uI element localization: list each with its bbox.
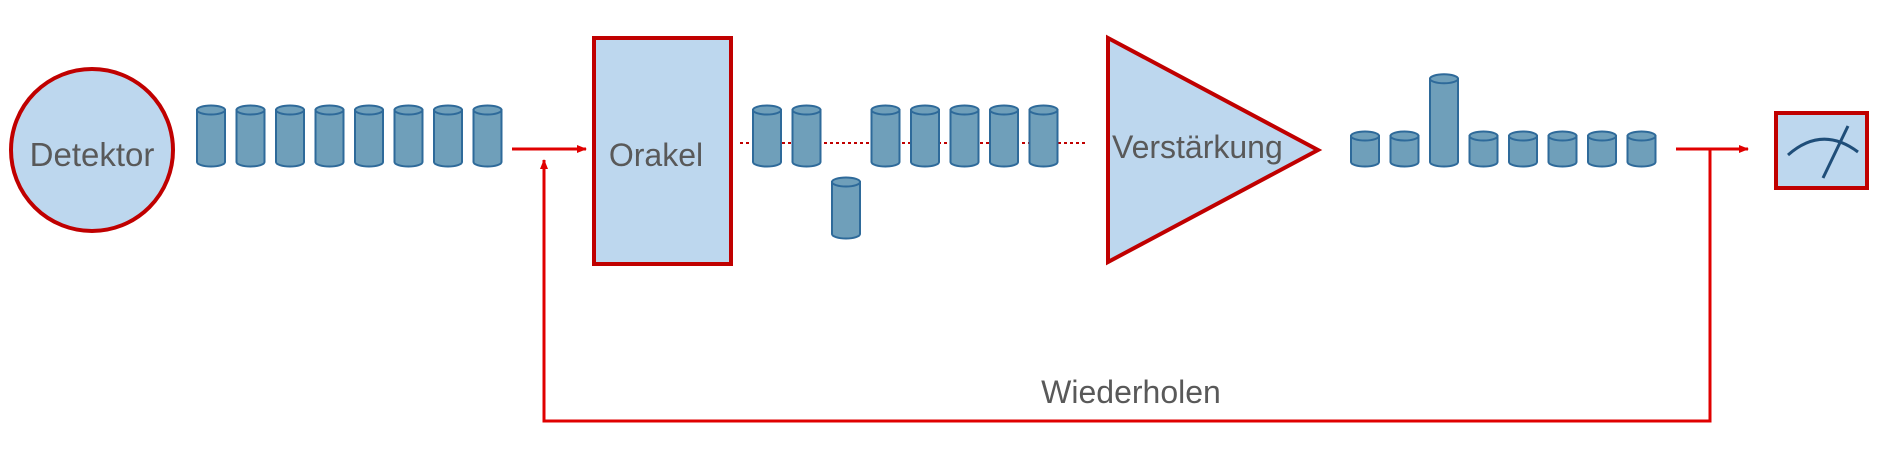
amplified-bar-2 bbox=[1389, 130, 1420, 168]
amplified-bar-5 bbox=[1508, 130, 1538, 168]
oracle-bar-4 bbox=[870, 104, 901, 168]
initial-bar-4 bbox=[314, 104, 345, 168]
repeat-label: Wiederholen bbox=[1041, 374, 1221, 410]
measurement-meter-icon bbox=[1787, 125, 1859, 179]
initial-bar-8 bbox=[472, 104, 503, 168]
oracle-label: Orakel bbox=[609, 137, 703, 173]
amplification-label: Verstärkung bbox=[1112, 129, 1283, 165]
after-oracle-bars bbox=[752, 104, 1059, 240]
detector-node: Detektor bbox=[9, 67, 175, 233]
amplified-bar-3 bbox=[1429, 73, 1459, 168]
oracle-bar-7 bbox=[989, 104, 1019, 168]
amplified-bar-4 bbox=[1468, 130, 1499, 168]
oracle-bar-1 bbox=[752, 104, 782, 168]
initial-bar-2 bbox=[235, 104, 266, 168]
amplified-bar-6 bbox=[1547, 130, 1578, 168]
oracle-bar-2 bbox=[791, 104, 822, 168]
initial-bar-1 bbox=[196, 104, 226, 168]
oracle-bar-8 bbox=[1028, 104, 1059, 168]
after-amplification-bars bbox=[1350, 73, 1657, 168]
oracle-node: Orakel bbox=[592, 36, 733, 266]
amplification-node: Verstärkung bbox=[1106, 34, 1323, 266]
oracle-bar-6 bbox=[949, 104, 980, 168]
oracle-bar-3 bbox=[831, 176, 861, 240]
repeat-loop-arrow bbox=[540, 149, 1712, 423]
initial-bar-7 bbox=[433, 104, 463, 168]
oracle-bar-5 bbox=[910, 104, 940, 168]
amplified-bar-8 bbox=[1626, 130, 1657, 168]
initial-bar-6 bbox=[393, 104, 424, 168]
amplified-bar-1 bbox=[1350, 130, 1380, 168]
detector-label: Detektor bbox=[30, 136, 155, 173]
initial-state-bars bbox=[196, 104, 503, 168]
initial-bar-3 bbox=[275, 104, 305, 168]
initial-bar-5 bbox=[354, 104, 384, 168]
amplified-bar-7 bbox=[1587, 130, 1617, 168]
measurement-meter bbox=[1774, 111, 1869, 190]
